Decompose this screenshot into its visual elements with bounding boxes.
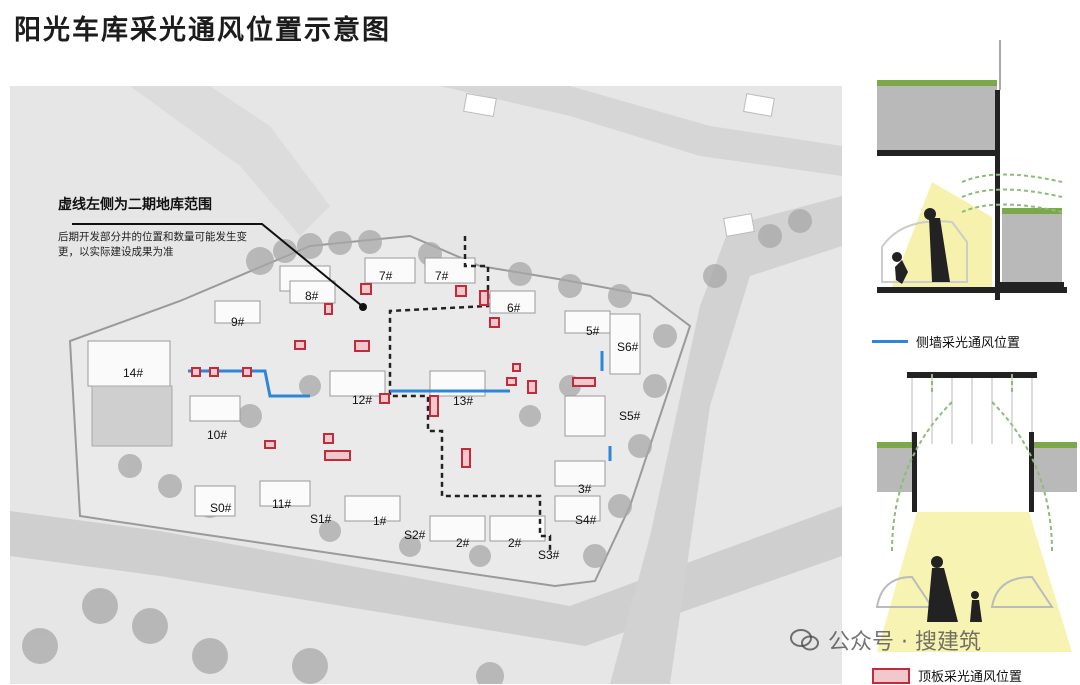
site-plan: 7# 7# 8# 6# 9# 5# S6# 14# 12# 13# S5# 10… bbox=[10, 86, 842, 684]
building-label: S3# bbox=[538, 548, 560, 562]
building-label: 7# bbox=[435, 269, 449, 283]
building-label: 3# bbox=[578, 482, 592, 496]
site-plan-drawing bbox=[10, 86, 842, 684]
annotation: 虚线左侧为二期地库范围 后期开发部分井的位置和数量可能发生变更，以实际建设成果为… bbox=[58, 194, 308, 260]
building-label: 11# bbox=[272, 497, 292, 511]
building-label: 12# bbox=[352, 393, 373, 407]
building-label: 8# bbox=[305, 289, 319, 303]
legend-side-wall-label: 侧墙采光通风位置 bbox=[916, 336, 1021, 351]
building-label: 2# bbox=[508, 536, 522, 550]
building-label: 6# bbox=[507, 301, 521, 315]
building-label: 5# bbox=[586, 324, 600, 338]
building-label: S0# bbox=[210, 501, 232, 515]
page-title: 阳光车库采光通风位置示意图 bbox=[14, 15, 391, 46]
red-box-swatch bbox=[872, 667, 910, 684]
blue-line-swatch bbox=[872, 340, 908, 343]
building-label: 1# bbox=[373, 514, 387, 528]
building-label: S4# bbox=[575, 513, 597, 527]
legend-side-wall: 侧墙采光通风位置 bbox=[872, 332, 1020, 351]
section-drawings bbox=[875, 40, 1077, 652]
legend-roof-slab: 顶板采光通风位置 bbox=[872, 666, 1022, 685]
building-label: 7# bbox=[379, 269, 393, 283]
annotation-title: 虚线左侧为二期地库范围 bbox=[58, 197, 212, 213]
building-label: S2# bbox=[404, 528, 426, 542]
building-label: 14# bbox=[123, 366, 144, 380]
building-label: S6# bbox=[617, 340, 639, 354]
building-label: S5# bbox=[619, 409, 641, 423]
watermark-text: 公众号 · 搜建筑 bbox=[828, 630, 981, 655]
watermark: 公众号 · 搜建筑 bbox=[790, 624, 981, 656]
wechat-icon bbox=[790, 629, 819, 651]
annotation-note: 后期开发部分井的位置和数量可能发生变更，以实际建设成果为准 bbox=[58, 231, 247, 258]
building-label: 2# bbox=[456, 536, 470, 550]
section-illustrations: 侧墙采光通风位置 顶板采光通风位置 bbox=[872, 32, 1080, 685]
building-label: 9# bbox=[231, 315, 245, 329]
building-label: 13# bbox=[453, 394, 474, 408]
legend-roof-slab-label: 顶板采光通风位置 bbox=[918, 670, 1023, 685]
building-label: S1# bbox=[310, 512, 332, 526]
building-label: 10# bbox=[207, 428, 228, 442]
